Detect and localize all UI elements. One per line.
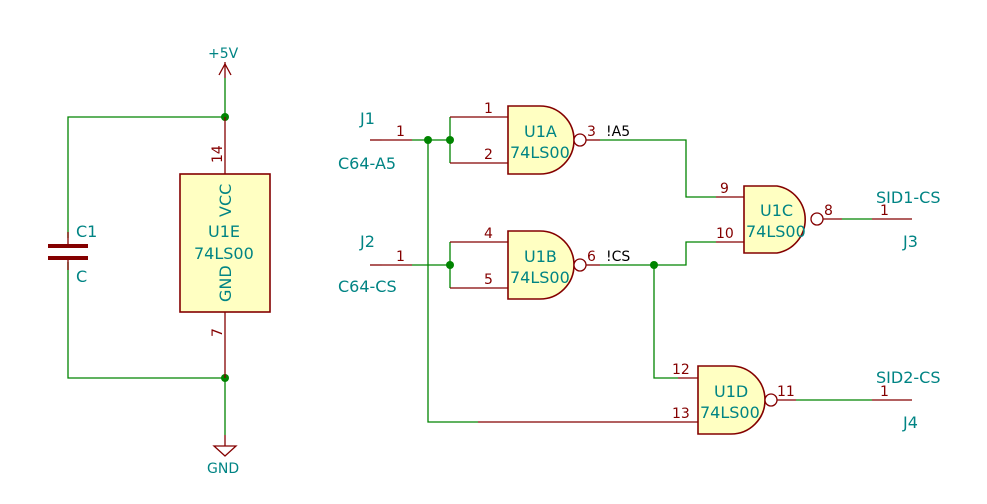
u1a-in1-pin: 1 [484, 101, 493, 117]
junction-a5-right [446, 136, 454, 144]
junction-a5-left [424, 136, 432, 144]
u1e-value: 74LS00 [194, 244, 254, 263]
j1-net: C64-A5 [338, 154, 396, 173]
u1a-value: 74LS00 [510, 143, 570, 162]
u1b-value: 74LS00 [510, 268, 570, 287]
j3-net: SID1-CS [876, 188, 940, 207]
j4-ref: J4 [902, 413, 918, 432]
j3-ref: J3 [902, 232, 918, 251]
u1d-out-pin: 11 [777, 384, 795, 400]
j4-pin: 1 [880, 384, 889, 400]
c1-value: C [76, 267, 87, 286]
u1a-in2-pin: 2 [484, 147, 493, 163]
gate-u1c: 9 10 8 U1C 74LS00 [716, 181, 842, 254]
u1c-out-pin: 8 [824, 203, 833, 219]
u1d-value: 74LS00 [700, 403, 760, 422]
u1e-vcc-label: VCC [216, 184, 235, 217]
connector-j1: J1 1 C64-A5 [338, 109, 412, 173]
supply-symbol: +5V [208, 46, 239, 78]
u1b-in1-pin: 4 [484, 226, 493, 242]
j2-pin: 1 [396, 249, 405, 265]
supply-label: +5V [208, 46, 239, 62]
u1c-in1-pin: 9 [720, 181, 729, 197]
u1c-ref: U1C [760, 201, 793, 220]
logic-section: J1 1 C64-A5 J2 1 C64-CS 1 [338, 101, 940, 435]
u1d-in1-pin: 12 [672, 362, 690, 378]
u1d-in2-pin: 13 [672, 406, 690, 422]
c1-top-wire [67, 116, 225, 238]
ground-label: GND [207, 461, 239, 477]
u1b-in2-pin: 5 [484, 272, 493, 288]
connector-j2: J2 1 C64-CS [338, 232, 412, 296]
ground-symbol: GND [207, 435, 239, 477]
u1e-ref: U1E [208, 222, 240, 241]
a5-to-u1d-wire [427, 140, 478, 423]
u1b-ref: U1B [524, 247, 557, 266]
gate-u1b: 4 5 6 U1B 74LS00 [450, 226, 600, 300]
u1c-in2-pin: 10 [716, 226, 734, 242]
connector-j4: SID2-CS 1 J4 [872, 368, 940, 432]
j4-net: SID2-CS [876, 368, 940, 387]
a5-inv-wire [600, 139, 716, 198]
a5-inv-label: !A5 [606, 124, 630, 140]
junction-cs [446, 261, 454, 269]
u1a-ref: U1A [524, 122, 557, 141]
connector-j3: SID1-CS 1 J3 [872, 188, 940, 251]
cs-inv-label: !CS [606, 249, 630, 265]
gate-u1a: 1 2 3 U1A 74LS00 [450, 101, 600, 175]
u1e-gnd-label: GND [216, 265, 235, 302]
gate-u1d: 12 13 11 U1D 74LS00 [478, 362, 796, 435]
capacitor-c1: C1 C [48, 222, 97, 286]
j2-ref: J2 [359, 232, 375, 251]
u1b-out-pin: 6 [587, 249, 596, 265]
u1e-power-unit: 14 7 VCC U1E 74LS00 GND [179, 117, 271, 378]
cs-inv-to-u1d-wire [653, 265, 678, 379]
c1-bottom-wire [67, 262, 225, 379]
cs-inv-wire [600, 241, 716, 266]
u1e-gnd-pin: 7 [210, 328, 226, 337]
u1a-out-pin: 3 [587, 124, 596, 140]
u1e-vcc-pin: 14 [210, 145, 226, 163]
u1d-ref: U1D [714, 382, 748, 401]
j2-net: C64-CS [338, 277, 397, 296]
junction-cs-inv [650, 261, 658, 269]
u1c-value: 74LS00 [746, 222, 806, 241]
j3-pin: 1 [880, 203, 889, 219]
c1-ref: C1 [76, 222, 97, 241]
j1-ref: J1 [359, 109, 375, 128]
power-section: +5V GND C1 C 14 7 [48, 46, 271, 477]
j1-pin: 1 [396, 124, 405, 140]
